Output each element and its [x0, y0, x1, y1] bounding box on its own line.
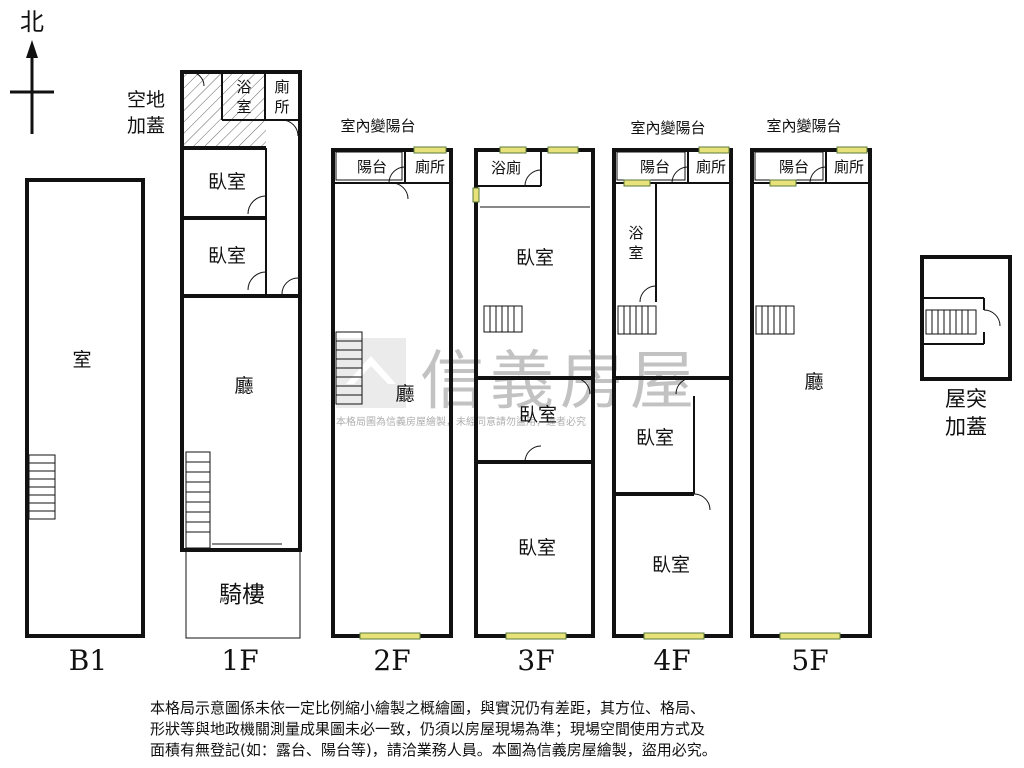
- plan-5f: [750, 146, 872, 640]
- 4f-balcony-note: 室內變陽台: [630, 119, 705, 137]
- north-arrow-icon: [10, 40, 54, 134]
- 1f-bedroom-a-label: 臥室: [208, 171, 246, 193]
- b1-floor-label: B1: [69, 644, 107, 677]
- compass-label: 北: [20, 8, 44, 36]
- 4f-bedroom-a-label: 臥室: [636, 427, 674, 449]
- plan-4f: [612, 146, 733, 640]
- 5f-floor-label: 5F: [791, 644, 828, 677]
- roof-label-1: 屋突: [945, 387, 987, 411]
- plan-b1: [25, 178, 145, 638]
- plan-roof: [920, 255, 1012, 381]
- 3f-bedroom-c-label: 臥室: [518, 537, 556, 559]
- 2f-balcony-note: 室內變陽台: [340, 117, 415, 135]
- b1-room-label: 室: [72, 349, 91, 371]
- 4f-bath-label-1: 浴: [628, 224, 643, 242]
- 4f-balcony-label: 陽台: [640, 158, 670, 176]
- 1f-bath-label-1: 浴: [236, 78, 251, 96]
- 2f-balcony-label: 陽台: [357, 158, 387, 176]
- brand-name-watermark: 信義房屋: [420, 345, 700, 419]
- plan-1f: [180, 70, 302, 639]
- 3f-bedroom-a-label: 臥室: [516, 247, 554, 269]
- 1f-vacant-label-2: 加蓋: [127, 115, 165, 137]
- 1f-bedroom-b-label: 臥室: [208, 245, 246, 267]
- stair-icon: [185, 451, 211, 549]
- 1f-arcade-label: 騎樓: [219, 582, 265, 608]
- 3f-floor-label: 3F: [517, 644, 554, 677]
- 4f-toilet-label: 廁所: [696, 158, 726, 176]
- 4f-bath-label-2: 室: [628, 244, 643, 262]
- 1f-floor-label: 1F: [221, 644, 258, 677]
- 1f-toilet-label-2: 所: [274, 98, 289, 116]
- 3f-bath-toilet-label: 浴廁: [491, 159, 521, 177]
- 5f-toilet-label: 廁所: [834, 158, 864, 176]
- disclaimer-line: 面積有無登記(如：露台、陽台等)，請洽業務人員。本圖為信義房屋繪製，盜用必究。: [150, 741, 717, 759]
- 1f-living-label: 廳: [234, 375, 253, 397]
- disclaimer: 本格局示意圖係未依一定比例縮小繪製之概繪圖，與實況仍有差距，其方位、格局、 形狀…: [150, 698, 890, 761]
- disclaimer-line: 形狀等與地政機關測量成果圖未必一致，仍須以房屋現場為準；現場空間使用方式及: [150, 720, 706, 738]
- 2f-living-label: 廳: [395, 383, 414, 405]
- copyright-line-watermark: 本格局圖為信義房屋繪製，未經同意請勿盜用，違者必究: [336, 417, 586, 428]
- plan-2f: [331, 146, 453, 640]
- 2f-toilet-label: 廁所: [415, 158, 445, 176]
- 1f-toilet-label-1: 廁: [274, 78, 289, 96]
- 4f-floor-label: 4F: [653, 644, 690, 677]
- 4f-bedroom-b-label: 臥室: [652, 554, 690, 576]
- stair-icon: [617, 305, 657, 335]
- 5f-balcony-note: 室內變陽台: [766, 117, 841, 135]
- stair-icon: [335, 331, 363, 405]
- stair-icon: [755, 305, 795, 335]
- plan-3f: [472, 146, 595, 640]
- 5f-living-label: 廳: [804, 371, 823, 393]
- stair-icon: [28, 454, 56, 520]
- 5f-balcony-label: 陽台: [779, 158, 809, 176]
- 2f-floor-label: 2F: [373, 644, 410, 677]
- 1f-bath-label-2: 室: [236, 98, 251, 116]
- disclaimer-line: 本格局示意圖係未依一定比例縮小繪製之概繪圖，與實況仍有差距，其方位、格局、: [150, 699, 706, 717]
- stair-icon: [483, 305, 523, 333]
- stair-icon: [925, 309, 977, 335]
- 1f-vacant-label-1: 空地: [127, 89, 165, 111]
- roof-label-2: 加蓋: [945, 415, 987, 439]
- 3f-bedroom-b-label: 臥室: [519, 404, 557, 426]
